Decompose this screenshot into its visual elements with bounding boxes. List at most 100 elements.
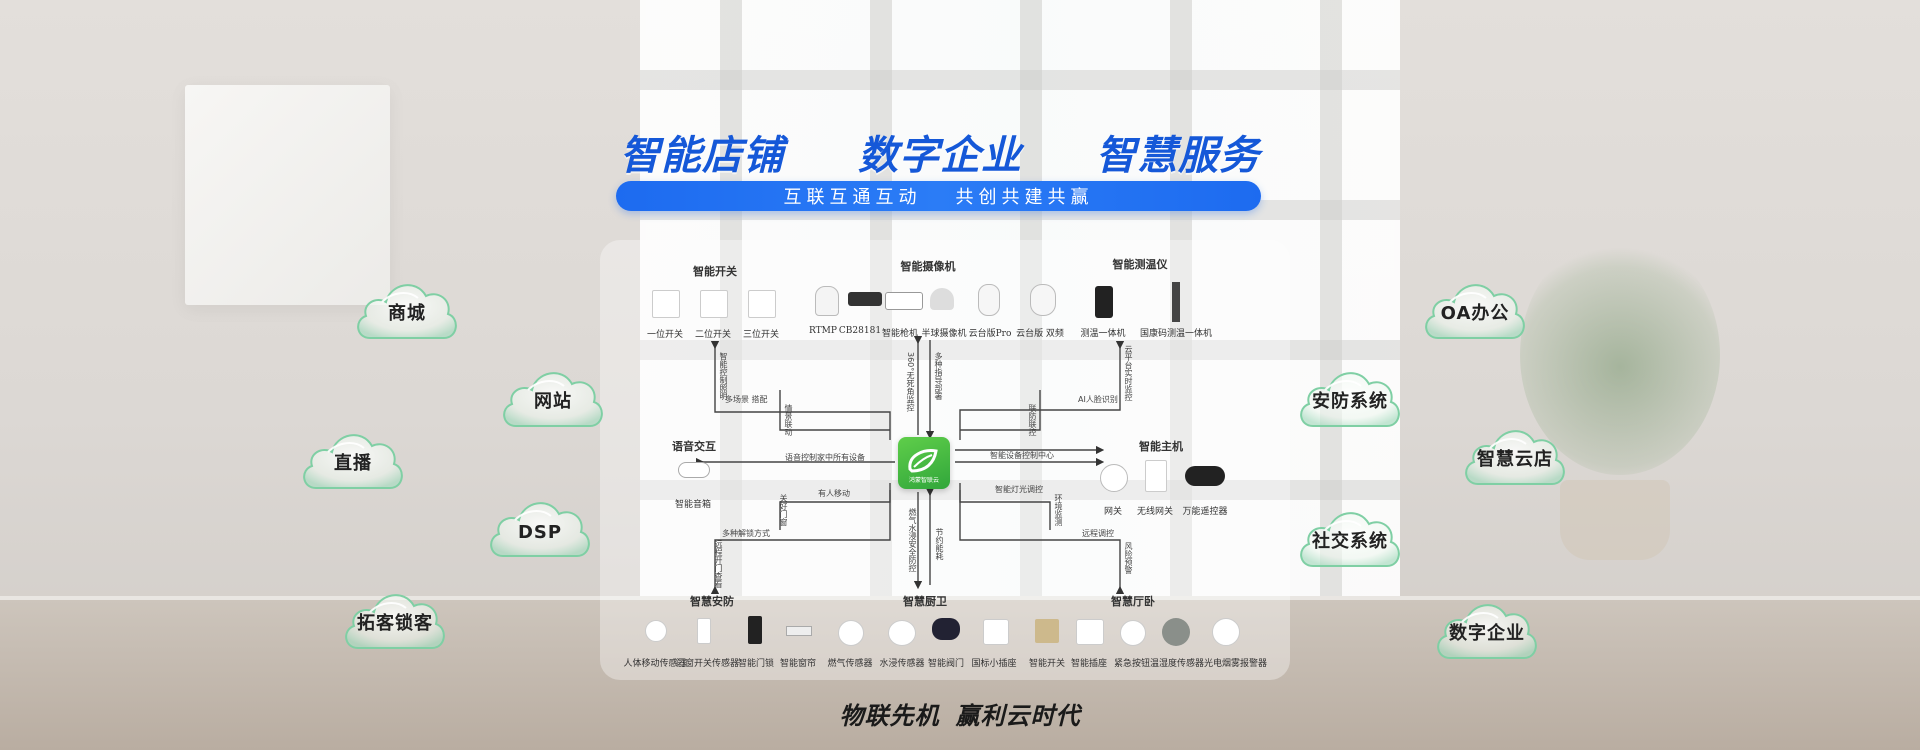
socket-icon [983, 619, 1009, 645]
thermo-unit-icon [1095, 286, 1113, 318]
humidity-sensor-icon [1162, 618, 1190, 646]
cloud-website[interactable]: 网站 [498, 360, 608, 435]
cloud-customer-lock[interactable]: 拓客锁客 [340, 582, 450, 657]
cloud-oa[interactable]: OA办公 [1420, 272, 1530, 347]
camera-gun-icon [885, 292, 923, 310]
section-title-voice: 语音交互 [672, 440, 716, 453]
device-label-camera-4: 半球摄像机 [921, 329, 967, 339]
universal-remote-icon [1185, 466, 1225, 486]
device-label-bottom-2: 门窗开关传感器 [676, 659, 740, 669]
device-label-host-2: 无线网关 [1136, 507, 1173, 517]
section-title-kitchen: 智慧厨卫 [903, 595, 947, 608]
edge-label: 多种解锁方式 [722, 529, 770, 538]
gas-sensor-icon [838, 620, 864, 646]
device-label-camera-5: 云台版Pro [968, 329, 1012, 339]
device-label-camera-6: 云台版 双频 [1016, 329, 1064, 339]
device-label-host-1: 网关 [1103, 507, 1122, 517]
wireless-gateway-icon [1145, 460, 1167, 492]
device-label-bottom-4: 智能窗帘 [779, 659, 816, 669]
smart-speaker-icon [678, 462, 710, 478]
device-label-camera-1: RTMP [809, 326, 837, 336]
smoke-alarm-icon [1212, 618, 1240, 646]
section-title-hall: 智慧厅卧 [1111, 595, 1155, 608]
smart-valve-icon [932, 618, 960, 640]
section-title-host: 智能主机 [1139, 440, 1183, 453]
cloud-digital-enterprise[interactable]: 数字企业 [1432, 592, 1542, 667]
headline-1: 智能店铺 [620, 133, 784, 179]
cloud-dsp[interactable]: DSP [485, 490, 595, 565]
slogan-2: 共创共建共赢 [955, 187, 1094, 208]
edge-label: AI人脸识别 [1078, 395, 1118, 404]
hub-label: 鸿蒙智联云 [908, 477, 939, 484]
edge-label: 有人移动 [818, 489, 850, 498]
device-label-camera-3: 智能枪机 [881, 329, 918, 339]
motion-sensor-icon [645, 620, 667, 642]
headline-3: 智慧服务 [1096, 133, 1260, 179]
cloud-label: OA办公 [1440, 303, 1510, 324]
tagline: 物联先机 赢利云时代 [760, 695, 1160, 731]
device-label-thermo-2: 国康码测温一体机 [1139, 329, 1212, 339]
edge-label: 多种指导部署 [934, 352, 943, 400]
cloud-shop[interactable]: 商城 [352, 272, 462, 347]
edge-label: 环境监测 [1054, 494, 1063, 526]
device-label-bottom-6: 水浸传感器 [879, 659, 925, 669]
emergency-button-icon [1120, 620, 1146, 646]
edge-label: 风险预警 [1124, 542, 1133, 574]
door-lock-icon [748, 616, 762, 644]
device-label-bottom-12: 温湿度传感器 [1150, 659, 1205, 669]
switch-two-icon [700, 290, 728, 318]
section-title-camera: 智能摄像机 [900, 260, 956, 273]
device-label-switch-3: 三位开关 [742, 330, 779, 340]
cloud-label: DSP [517, 522, 563, 543]
camera-dome-icon [930, 288, 954, 310]
section-title-security: 智慧安防 [690, 595, 734, 608]
edge-label: 节约能耗 [935, 528, 944, 560]
edge-label: 多场景 搭配 [725, 395, 768, 404]
edge-label: 智能设备控制中心 [990, 451, 1054, 460]
device-label-bottom-5: 燃气传感器 [827, 659, 873, 669]
section-title-thermo: 智能测温仪 [1112, 258, 1168, 271]
edge-label: 联防联控 [1028, 404, 1037, 436]
headline-2: 数字企业 [858, 133, 1022, 179]
plant-pot [1560, 480, 1670, 560]
cloud-label: 网站 [534, 391, 572, 412]
edge-label: 远程开门查看 [714, 540, 723, 588]
smart-switch-icon [1035, 619, 1059, 643]
cloud-label: 直播 [334, 453, 372, 474]
camera-ptz-pro-icon [978, 284, 1000, 316]
switch-one-icon [652, 290, 680, 318]
device-label-bottom-13: 光电烟雾报警器 [1204, 659, 1268, 669]
camera-ptz-dual-icon [1030, 284, 1056, 316]
hub-logo[interactable]: 鸿蒙智联云 [898, 437, 950, 489]
slogan-1: 互联互通互动 [783, 187, 922, 208]
device-label-bottom-9: 智能开关 [1028, 659, 1065, 669]
gateway-icon [1100, 464, 1128, 492]
edge-label: 云平台实时监控 [1124, 345, 1133, 401]
slogan-bar: 互联互通互动 共创共建共赢 [616, 181, 1261, 211]
cloud-label: 社交系统 [1312, 531, 1388, 552]
edge-label: 远程调控 [1082, 529, 1114, 538]
tagline-1: 物联先机 [839, 701, 940, 730]
edge-label: 智能灯光调控 [995, 485, 1043, 494]
device-label-bottom-1: 人体移动传感器 [623, 659, 687, 669]
cloud-label: 数字企业 [1449, 623, 1525, 644]
cloud-smart-store[interactable]: 智慧云店 [1460, 418, 1570, 493]
cloud-security-system[interactable]: 安防系统 [1295, 360, 1405, 435]
cloud-live[interactable]: 直播 [298, 422, 408, 497]
camera-rtmp-icon [815, 286, 839, 316]
device-label-switch-1: 一位开关 [646, 330, 683, 340]
device-label-switch-2: 二位开关 [694, 330, 731, 340]
wall-picture-frame [185, 85, 390, 305]
device-label-host-3: 万能遥控器 [1182, 507, 1228, 517]
cloud-label: 拓客锁客 [357, 613, 433, 634]
cloud-label: 安防系统 [1312, 391, 1388, 412]
edge-label: 智能控制照明 [719, 352, 728, 400]
tagline-2: 赢利云时代 [955, 701, 1081, 730]
door-sensor-icon [697, 618, 711, 644]
switch-three-icon [748, 290, 776, 318]
leaf-icon [908, 449, 938, 473]
device-label-camera-2: CB28181 [838, 326, 882, 336]
edge-label: 360°无死角监控 [906, 352, 915, 412]
cloud-social-system[interactable]: 社交系统 [1295, 500, 1405, 575]
cloud-label: 商城 [388, 303, 426, 324]
